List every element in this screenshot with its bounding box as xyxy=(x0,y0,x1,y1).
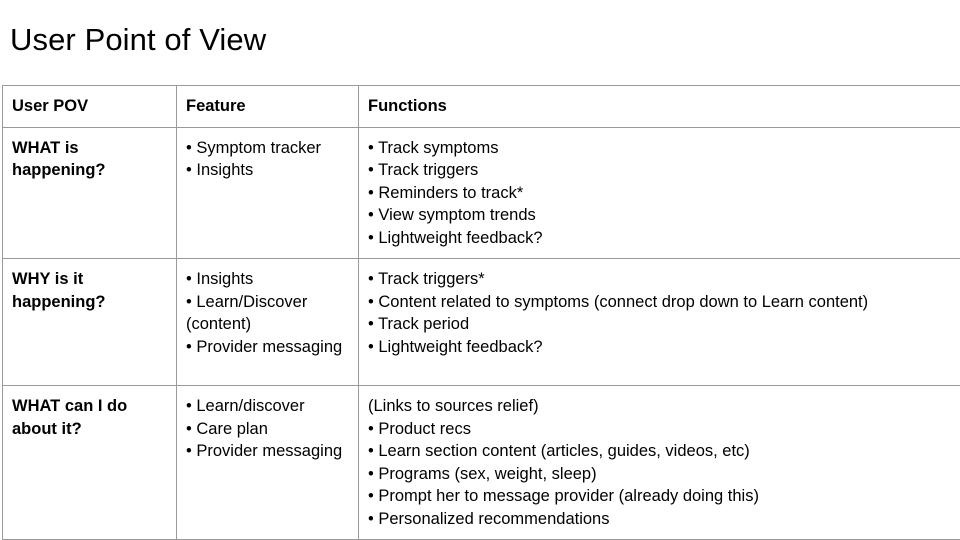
column-header-user-pov: User POV xyxy=(2,85,177,128)
cell-functions: • Track symptoms • Track triggers • Remi… xyxy=(358,126,960,259)
list-item: • Personalized recommendations xyxy=(368,509,610,528)
column-header-functions: Functions xyxy=(358,85,960,128)
functions-list: • Track symptoms • Track triggers • Remi… xyxy=(368,137,952,250)
list-item: • Lightweight feedback? xyxy=(368,228,543,247)
functions-list: • Track triggers* • Content related to s… xyxy=(368,268,952,358)
list-item: (Links to sources relief) xyxy=(368,397,539,415)
cell-user-pov: WHY is it happening? xyxy=(2,258,177,386)
list-item: • Learn section content (articles, guide… xyxy=(368,442,750,460)
cell-feature: • Symptom tracker • Insights xyxy=(176,126,359,259)
cell-user-pov: WHAT is happening? xyxy=(2,126,177,259)
list-item: • Lightweight feedback? xyxy=(368,337,543,356)
feature-list: • Symptom tracker • Insights xyxy=(186,137,349,182)
list-item: • Provider messaging xyxy=(186,442,343,460)
text-line: WHAT can I do xyxy=(12,397,128,415)
list-item: • Insights xyxy=(186,161,254,179)
cell-feature: • Learn/discover • Care plan • Provider … xyxy=(176,385,359,540)
cell-functions: (Links to sources relief) • Product recs… xyxy=(358,385,960,540)
list-item: • Learn/Discover (content) xyxy=(186,292,312,334)
list-item: • Programs (sex, weight, sleep) xyxy=(368,464,597,483)
list-item: • Symptom tracker xyxy=(186,138,322,157)
table-row: WHAT is happening? • Symptom tracker • I… xyxy=(2,126,960,259)
cell-feature: • Insights • Learn/Discover (content) • … xyxy=(176,258,359,386)
text-line: WHY is it xyxy=(12,270,84,288)
list-item: • Prompt her to message provider (alread… xyxy=(368,487,759,505)
column-header-feature: Feature xyxy=(176,85,359,128)
list-item: • Care plan xyxy=(186,419,268,438)
page-title: User Point of View xyxy=(10,22,267,57)
list-item: • Content related to symptoms (connect d… xyxy=(368,292,869,311)
user-pov-text: WHAT is happening? xyxy=(12,137,167,182)
list-item: • Reminders to track* xyxy=(368,183,524,202)
user-pov-text: WHAT can I do about it? xyxy=(12,395,167,440)
list-item: • View symptom trends xyxy=(368,206,536,224)
text-line: WHAT is xyxy=(12,138,79,157)
table-row: WHAT can I do about it? • Learn/discover… xyxy=(2,385,960,540)
list-item: • Learn/discover xyxy=(186,397,305,415)
list-item: • Track symptoms xyxy=(368,138,499,157)
text-line: happening? xyxy=(12,161,106,179)
text-line: happening? xyxy=(12,292,106,311)
list-item: • Track period xyxy=(368,315,470,333)
list-item: • Track triggers xyxy=(368,161,479,179)
table-header-row: User POV Feature Functions xyxy=(2,85,960,128)
list-item: • Insights xyxy=(186,270,254,288)
text-line: about it? xyxy=(12,419,82,438)
table-row: WHY is it happening? • Insights • Learn/… xyxy=(2,258,960,386)
cell-user-pov: WHAT can I do about it? xyxy=(2,385,177,540)
list-item: • Provider messaging xyxy=(186,337,343,356)
user-pov-text: WHY is it happening? xyxy=(12,268,167,313)
list-item: • Product recs xyxy=(368,419,471,438)
cell-functions: • Track triggers* • Content related to s… xyxy=(358,258,960,386)
list-item: • Track triggers* xyxy=(368,270,485,288)
functions-list: (Links to sources relief) • Product recs… xyxy=(368,395,952,530)
feature-list: • Learn/discover • Care plan • Provider … xyxy=(186,395,349,463)
feature-list: • Insights • Learn/Discover (content) • … xyxy=(186,268,349,358)
user-pov-table: User POV Feature Functions WHAT is happe… xyxy=(2,85,960,540)
